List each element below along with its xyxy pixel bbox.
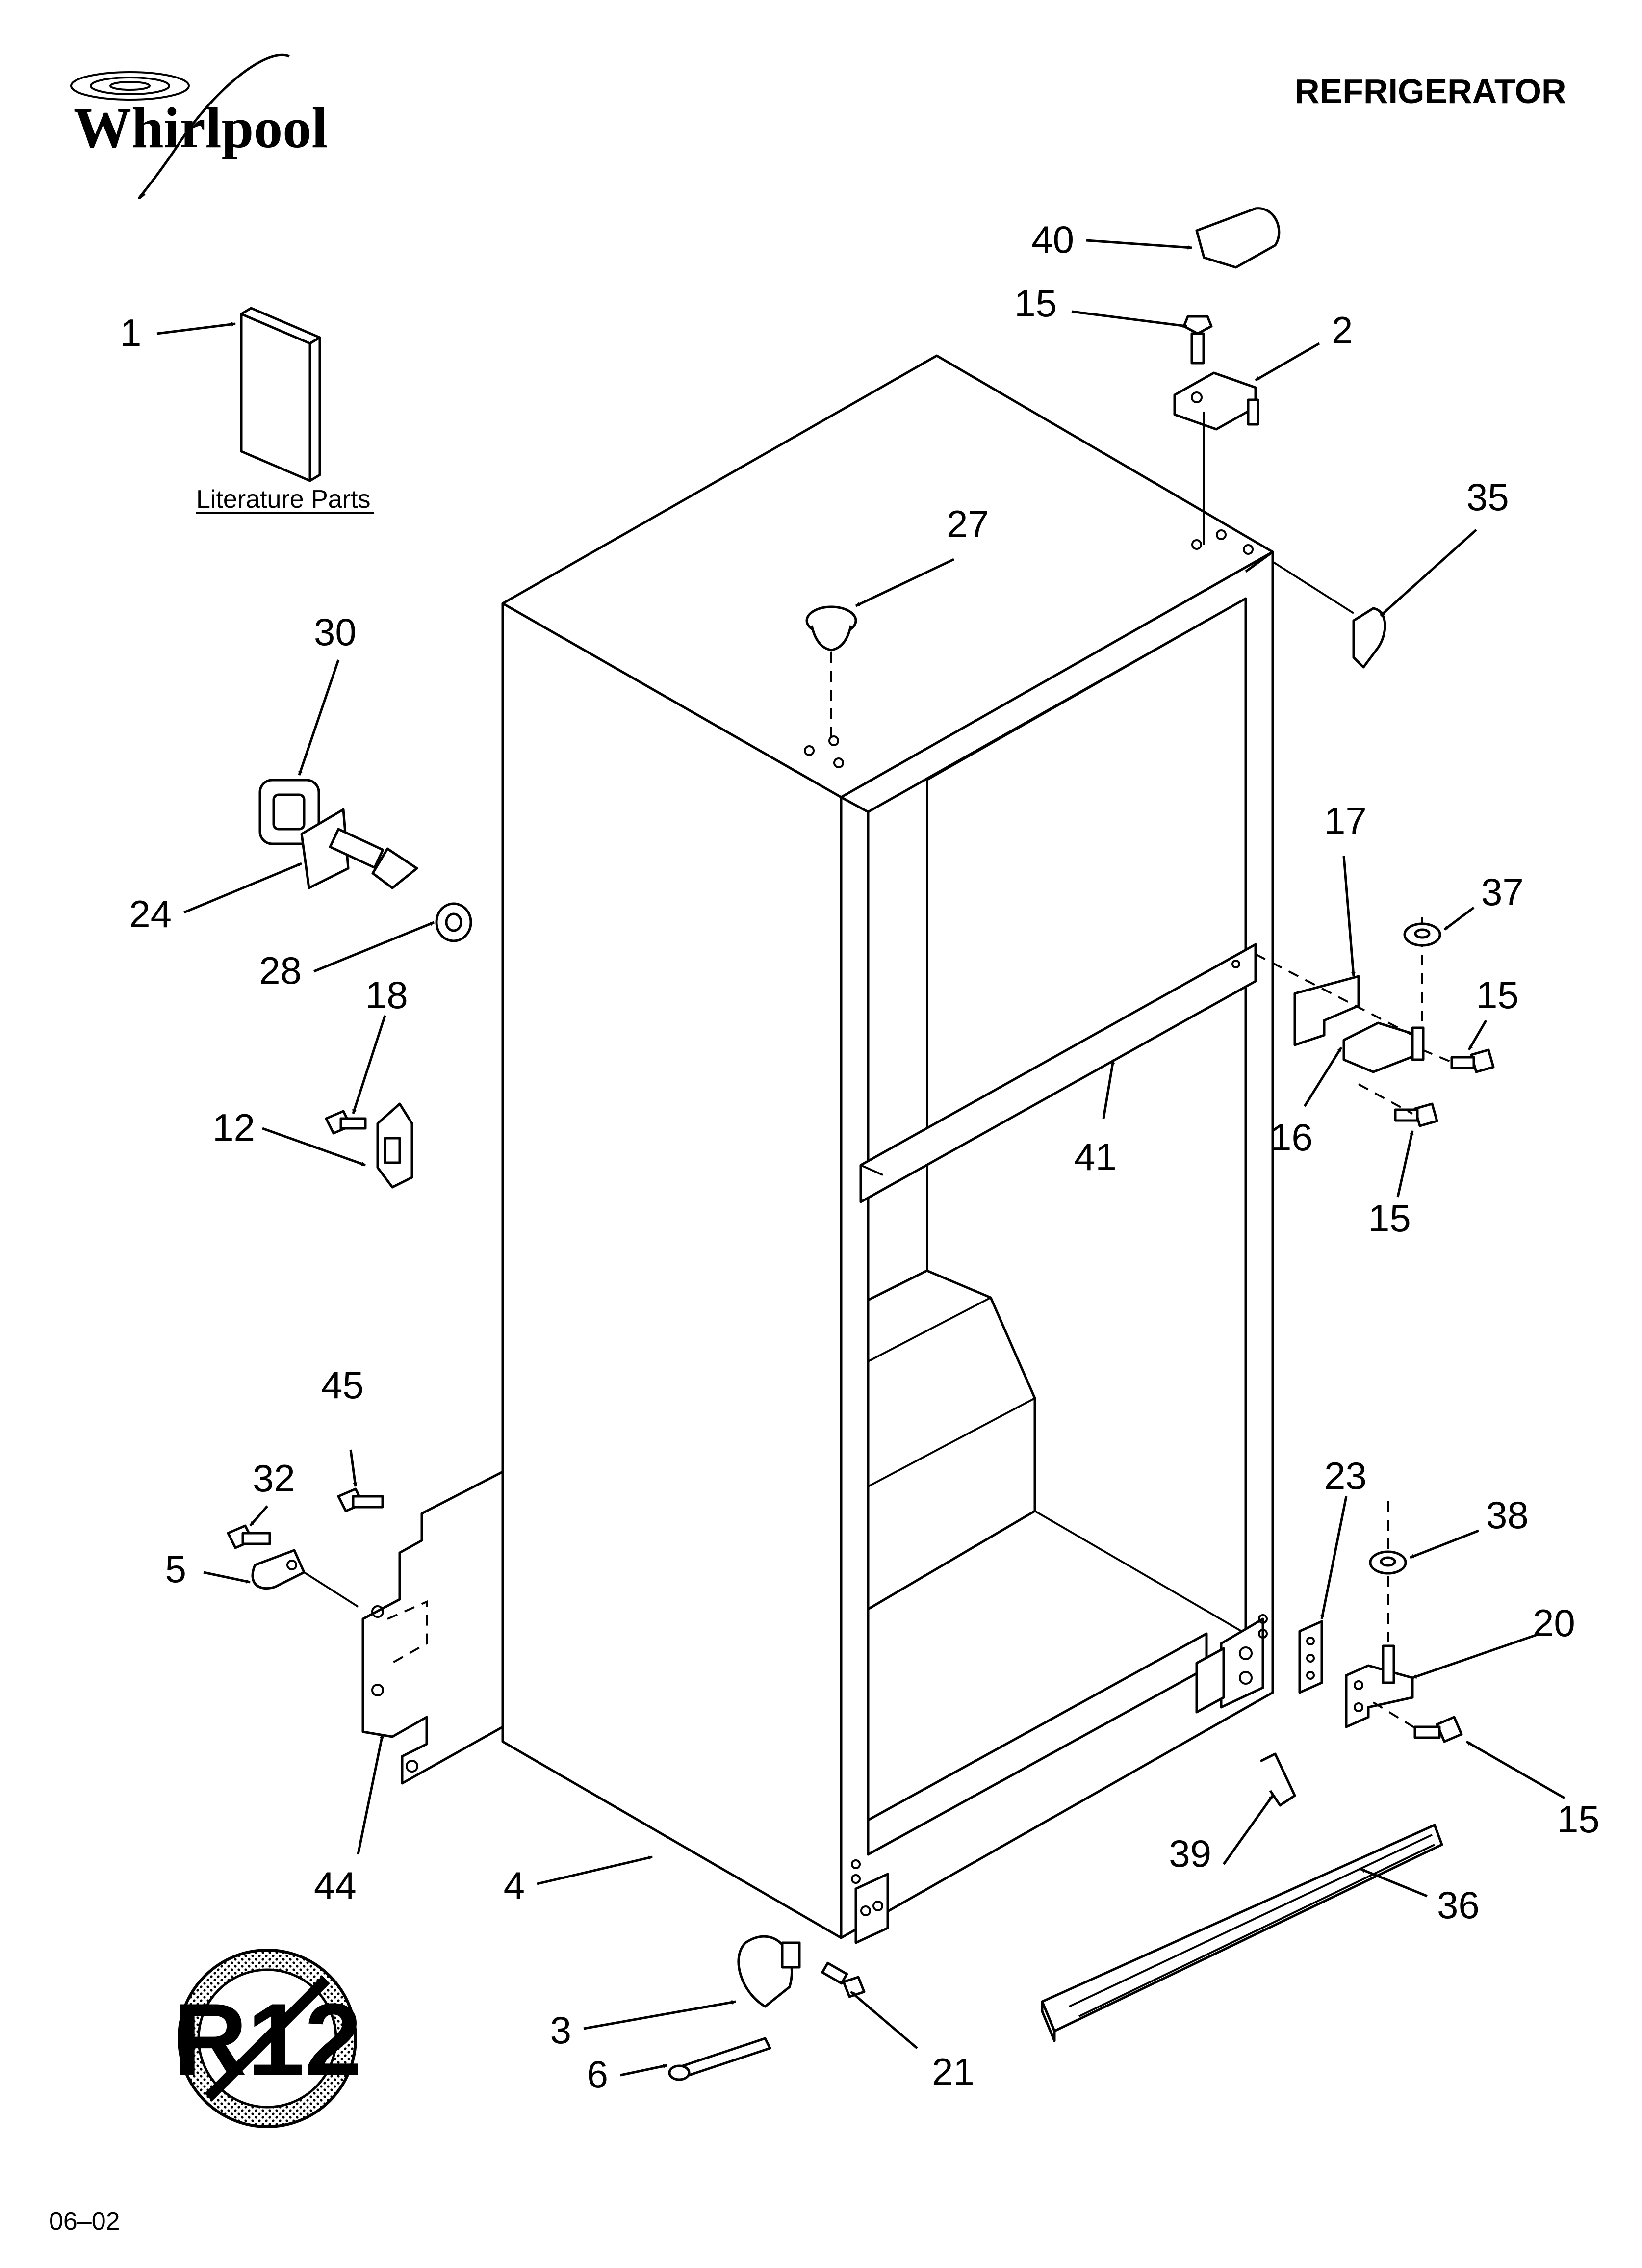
callout-28: 28 xyxy=(259,949,302,992)
top-hinge-cover xyxy=(1195,207,1281,269)
door-stop-plunger xyxy=(300,808,418,889)
callout-21: 21 xyxy=(932,2050,975,2093)
plug-button xyxy=(805,605,857,652)
callout-23: 23 xyxy=(1324,1454,1367,1497)
callout-3: 3 xyxy=(550,2008,571,2052)
hinge-cap xyxy=(1352,607,1386,669)
callout-15-middle-lower: 15 xyxy=(1368,1197,1411,1240)
date-code: 06–02 xyxy=(49,2207,120,2236)
clip-screw xyxy=(325,1110,367,1135)
callout-arrows xyxy=(156,239,1565,2077)
callout-4: 4 xyxy=(504,1864,525,1907)
clamp-screw xyxy=(227,1524,271,1549)
grommet-frame xyxy=(258,779,320,845)
hinge-pin-washer-38 xyxy=(1369,1550,1407,1575)
callout-36: 36 xyxy=(1437,1883,1480,1927)
callout-38: 38 xyxy=(1486,1493,1529,1537)
literature-parts-icon xyxy=(240,307,321,482)
toe-grille xyxy=(1041,1824,1443,2042)
brand-logo-text: Whirlpool xyxy=(74,96,328,160)
middle-hinge-screw-lower xyxy=(1394,1102,1438,1127)
callout-37: 37 xyxy=(1481,870,1524,913)
callout-5: 5 xyxy=(165,1547,186,1590)
callout-35: 35 xyxy=(1466,475,1509,519)
door-stop-clip xyxy=(376,1102,413,1189)
callout-24: 24 xyxy=(129,892,172,936)
callout-32: 32 xyxy=(253,1457,295,1500)
top-hinge-screw xyxy=(1182,315,1213,365)
callout-15-bottom: 15 xyxy=(1557,1798,1600,1841)
callout-15-middle-upper: 15 xyxy=(1476,973,1519,1017)
callout-27: 27 xyxy=(947,502,989,546)
divider-mullion xyxy=(859,943,1257,1203)
callout-20: 20 xyxy=(1533,1601,1575,1644)
middle-hinge xyxy=(1342,1021,1425,1073)
callout-45: 45 xyxy=(321,1363,364,1407)
bottom-hinge-shim xyxy=(1298,1620,1323,1694)
rear-cover-panel xyxy=(361,1470,504,1785)
callout-40: 40 xyxy=(1031,218,1074,261)
no-r12-seal: R12 xyxy=(173,1949,362,2128)
callout-15-top: 15 xyxy=(1014,282,1057,325)
middle-hinge-screw-upper xyxy=(1450,1048,1495,1073)
callout-1: 1 xyxy=(120,311,141,354)
callout-41: 41 xyxy=(1074,1135,1117,1178)
grille-clip xyxy=(1259,1752,1296,1807)
literature-parts-label: Literature Parts xyxy=(196,485,371,514)
callout-18: 18 xyxy=(365,973,408,1017)
page-title: REFRIGERATOR xyxy=(1295,72,1566,110)
washer-28 xyxy=(435,902,472,942)
bottom-hinge xyxy=(1345,1644,1414,1728)
top-hinge xyxy=(1173,371,1259,431)
callout-30: 30 xyxy=(314,610,357,653)
callout-labels: 1 2 3 4 5 6 12 15 15 15 15 16 17 18 20 2… xyxy=(120,218,1600,2096)
hinge-pin xyxy=(668,2037,771,2081)
callout-16: 16 xyxy=(1270,1116,1313,1159)
callout-2: 2 xyxy=(1332,309,1353,352)
rear-panel-screw xyxy=(337,1487,384,1512)
callout-6: 6 xyxy=(587,2053,608,2096)
hinge-pin-washer-37 xyxy=(1403,922,1441,947)
bottom-hinge-screw xyxy=(1413,1716,1463,1743)
whirlpool-logo: Whirlpool xyxy=(70,53,328,199)
tubing-clamp xyxy=(251,1549,306,1590)
refrigerator-cabinet xyxy=(501,354,1274,1944)
callout-12: 12 xyxy=(212,1106,255,1149)
callout-17: 17 xyxy=(1324,799,1367,842)
middle-hinge-shim xyxy=(1293,975,1360,1046)
leveling-screw xyxy=(821,1961,866,1998)
callout-39: 39 xyxy=(1169,1832,1211,1875)
cabinet-leveling-bracket xyxy=(737,1935,801,2008)
callout-44: 44 xyxy=(314,1864,357,1907)
